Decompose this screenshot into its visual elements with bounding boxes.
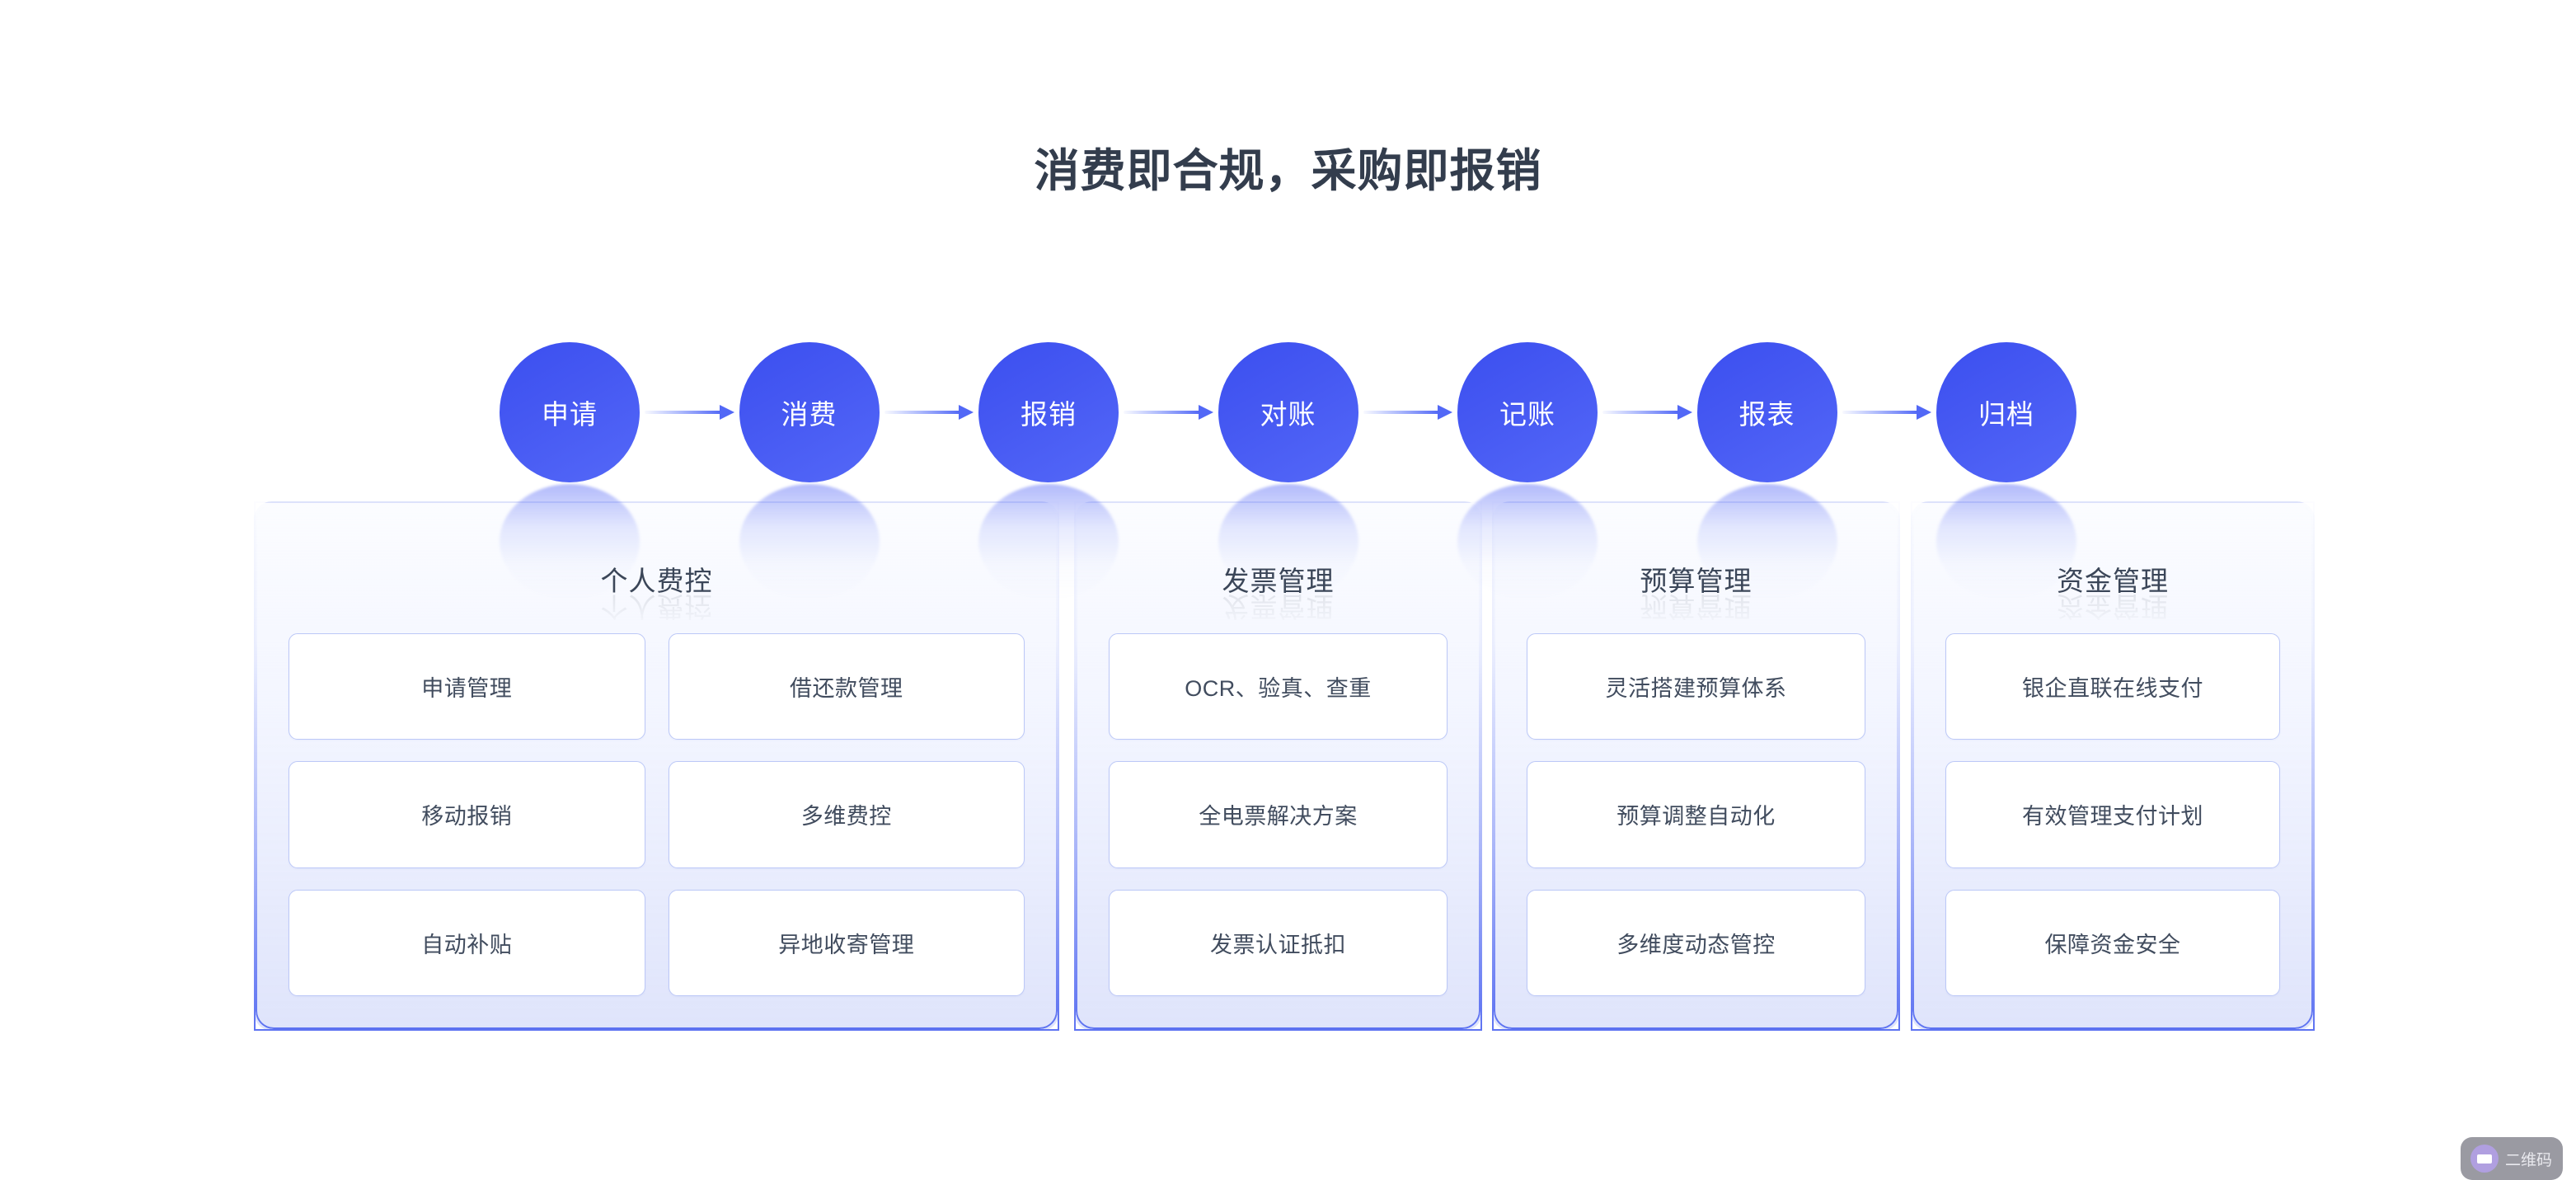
feature-card[interactable]: OCR、验真、查重 bbox=[1109, 633, 1448, 740]
feature-card[interactable]: 移动报销 bbox=[289, 761, 645, 868]
flow-node-label: 归档 bbox=[1936, 342, 2076, 482]
feature-card[interactable]: 多维费控 bbox=[668, 761, 1025, 868]
feature-card[interactable]: 有效管理支付计划 bbox=[1945, 761, 2280, 868]
feature-card[interactable]: 多维度动态管控 bbox=[1527, 889, 1865, 996]
panel-3: 预算管理预算管理灵活搭建预算体系预算调整自动化多维度动态管控 bbox=[1492, 501, 1900, 1031]
feature-card-list: 银企直联在线支付有效管理支付计划保障资金安全 bbox=[1945, 633, 2280, 996]
flow-node-0[interactable]: 申请 bbox=[500, 342, 640, 599]
feature-card[interactable]: 全电票解决方案 bbox=[1109, 761, 1448, 868]
feature-card-list: OCR、验真、查重全电票解决方案发票认证抵扣 bbox=[1109, 633, 1448, 996]
flow-node-2[interactable]: 报销 bbox=[978, 342, 1119, 599]
flow-node-label: 报销 bbox=[978, 342, 1119, 482]
feature-card[interactable]: 预算调整自动化 bbox=[1527, 761, 1865, 868]
arrow-right-icon bbox=[884, 405, 974, 420]
page-title: 消费即合规，采购即报销 bbox=[1034, 145, 1542, 196]
feature-card[interactable]: 自动补贴 bbox=[289, 889, 645, 996]
feature-card[interactable]: 借还款管理 bbox=[668, 633, 1025, 740]
feature-card-list: 灵活搭建预算体系预算调整自动化多维度动态管控 bbox=[1527, 633, 1865, 996]
corner-widget-label: 二维码 bbox=[2505, 1151, 2553, 1169]
feature-card[interactable]: 保障资金安全 bbox=[1945, 889, 2280, 996]
panel-title: 个人费控 bbox=[600, 566, 713, 596]
panel-title: 预算管理 bbox=[1640, 566, 1753, 596]
panel-4: 资金管理资金管理银企直联在线支付有效管理支付计划保障资金安全 bbox=[1911, 501, 2315, 1031]
feature-card[interactable]: 发票认证抵扣 bbox=[1109, 889, 1448, 996]
arrow-right-icon bbox=[645, 405, 734, 420]
feature-card-list: 申请管理借还款管理移动报销多维费控自动补贴异地收寄管理 bbox=[289, 633, 1025, 996]
flow-node-6[interactable]: 归档 bbox=[1936, 342, 2076, 599]
capability-panels: 个人费控个人费控申请管理借还款管理移动报销多维费控自动补贴异地收寄管理发票管理发… bbox=[254, 501, 2315, 1031]
process-flow: 申请消费报销对账记账报表归档 bbox=[500, 334, 2076, 599]
flow-node-5[interactable]: 报表 bbox=[1696, 342, 1837, 599]
flow-node-label: 消费 bbox=[739, 342, 880, 482]
feature-card[interactable]: 灵活搭建预算体系 bbox=[1527, 633, 1865, 740]
flow-node-1[interactable]: 消费 bbox=[739, 342, 880, 599]
flow-node-label: 记账 bbox=[1457, 342, 1598, 482]
qr-code-icon bbox=[2470, 1145, 2499, 1173]
flow-node-3[interactable]: 对账 bbox=[1218, 342, 1358, 599]
corner-widget[interactable]: 二维码 bbox=[2461, 1137, 2563, 1180]
feature-card[interactable]: 银企直联在线支付 bbox=[1945, 633, 2280, 740]
panel-title: 资金管理 bbox=[2057, 566, 2169, 596]
feature-card[interactable]: 异地收寄管理 bbox=[668, 889, 1025, 996]
arrow-right-icon bbox=[1842, 405, 1931, 420]
panel-title: 发票管理 bbox=[1222, 566, 1335, 596]
arrow-right-icon bbox=[1602, 405, 1692, 420]
feature-card[interactable]: 申请管理 bbox=[289, 633, 645, 740]
flow-node-4[interactable]: 记账 bbox=[1457, 342, 1598, 599]
arrow-right-icon bbox=[1124, 405, 1213, 420]
panel-1: 个人费控个人费控申请管理借还款管理移动报销多维费控自动补贴异地收寄管理 bbox=[254, 501, 1059, 1031]
flow-node-label: 对账 bbox=[1218, 342, 1358, 482]
arrow-right-icon bbox=[1363, 405, 1452, 420]
flow-node-label: 报表 bbox=[1696, 342, 1837, 482]
flow-node-label: 申请 bbox=[500, 342, 640, 482]
